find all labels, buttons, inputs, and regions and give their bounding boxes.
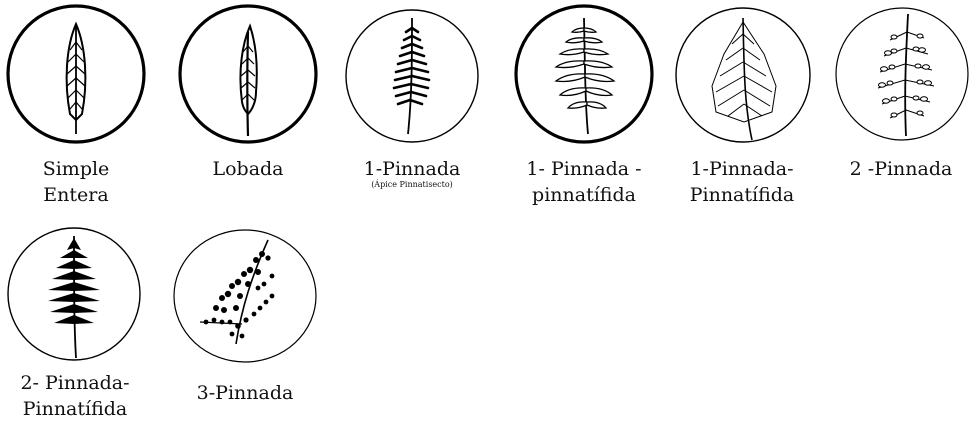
label-line1: 1- Pinnada - [508,156,660,182]
label-line2: Pinnatífida [0,396,150,422]
label-note: (Ápice Pinnatisecto) [336,180,488,190]
simple-leaf-icon [4,2,148,146]
label-line2: Entera [0,182,152,208]
label-line1: Lobada [172,156,324,182]
label-line2: Pinnatífida [666,182,818,208]
pinnate-frond-icon [342,6,482,146]
tripinnate-frond-icon [172,226,318,366]
label-line1: 1-Pinnada- [666,156,818,182]
label-line1: 2 -Pinnada [826,156,976,182]
bipinnate-pinnatifid-frond-icon [4,224,144,364]
label-line1: 3-Pinnada [172,380,318,406]
bipinnate-frond-icon [832,4,972,144]
label-line1: 2- Pinnada- [0,370,150,396]
pinnate-pinnatifid-frond-icon [512,2,656,146]
lobed-leaf-icon [176,2,320,146]
label-line2: pinnatífida [508,182,660,208]
pinnate-pinnatifid-frond-icon [672,4,814,146]
label-line1: 1-Pinnada [336,156,488,182]
label-line1: Simple [0,156,152,182]
